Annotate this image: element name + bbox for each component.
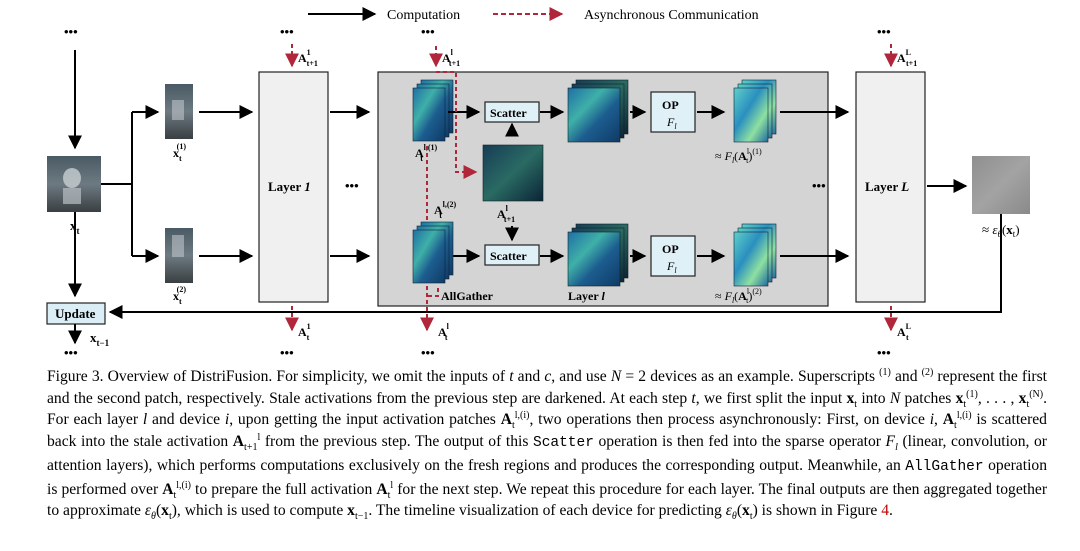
op-bottom-operator: Fl: [666, 259, 677, 275]
op-bottom-label: OP: [662, 242, 679, 256]
ellipsis-bottom-layerl: •••: [421, 345, 435, 360]
op-bottom-block: [650, 235, 696, 277]
caption-paragraph: Figure 3. Overview of DistriFusion. For …: [47, 366, 1048, 523]
activation-patch-1-stack: [412, 79, 454, 142]
patch-1-label: xt(1): [173, 142, 186, 163]
scatter-bottom-label: Scatter: [490, 249, 527, 263]
ellipsis-top-layerL: •••: [877, 24, 891, 39]
scatter-top-label: Scatter: [490, 106, 527, 120]
scatter-top-button: [484, 101, 540, 123]
ellipsis-top-layerl: •••: [421, 24, 435, 39]
layer-l-caption: Layer l: [568, 289, 605, 303]
ellipsis-mid-right: •••: [812, 178, 826, 193]
ellipsis-bottom-input: •••: [64, 345, 78, 360]
scatter-bottom-button: [484, 244, 540, 266]
layer-L-label: Layer L: [865, 179, 909, 194]
x-prev-label: xt−1: [90, 330, 110, 348]
layer-1-label: Layer 1: [268, 179, 311, 194]
ellipsis-top-layer1: •••: [280, 24, 294, 39]
allgather-label: AllGather: [441, 289, 494, 303]
op-top-block: [650, 91, 696, 133]
stale-activation: [482, 144, 544, 202]
scattered-activation-1: [567, 79, 629, 143]
patch-2-label: xt(2): [173, 285, 186, 306]
legend: Computation Asynchronous Communication: [308, 7, 759, 23]
legend-computation-label: Computation: [387, 8, 460, 23]
scattered-activation-2: [567, 223, 629, 287]
ellipsis-bottom-layerL: •••: [877, 345, 891, 360]
op-top-operator: Fl: [666, 115, 677, 131]
legend-async-label: Asynchronous Communication: [584, 8, 759, 23]
ellipsis-mid-left: •••: [345, 178, 359, 193]
op-output-2: [733, 223, 777, 287]
distrifusion-diagram: Computation Asynchronous Communication •…: [46, 7, 1030, 360]
ellipsis-bottom-layer1: •••: [280, 345, 294, 360]
layer-1-block: [258, 71, 329, 303]
output-noise-image: [972, 156, 1030, 214]
figure-caption: Figure 3. Overview of DistriFusion. For …: [47, 366, 1047, 522]
ellipsis-top-input: •••: [64, 24, 78, 39]
op-output-1: [733, 79, 777, 143]
update-label: Update: [55, 306, 96, 321]
op-top-label: OP: [662, 98, 679, 112]
figure-ref-link[interactable]: 4: [881, 502, 890, 520]
layer-L-block: [855, 71, 926, 303]
activation-patch-2-stack: [412, 221, 454, 284]
